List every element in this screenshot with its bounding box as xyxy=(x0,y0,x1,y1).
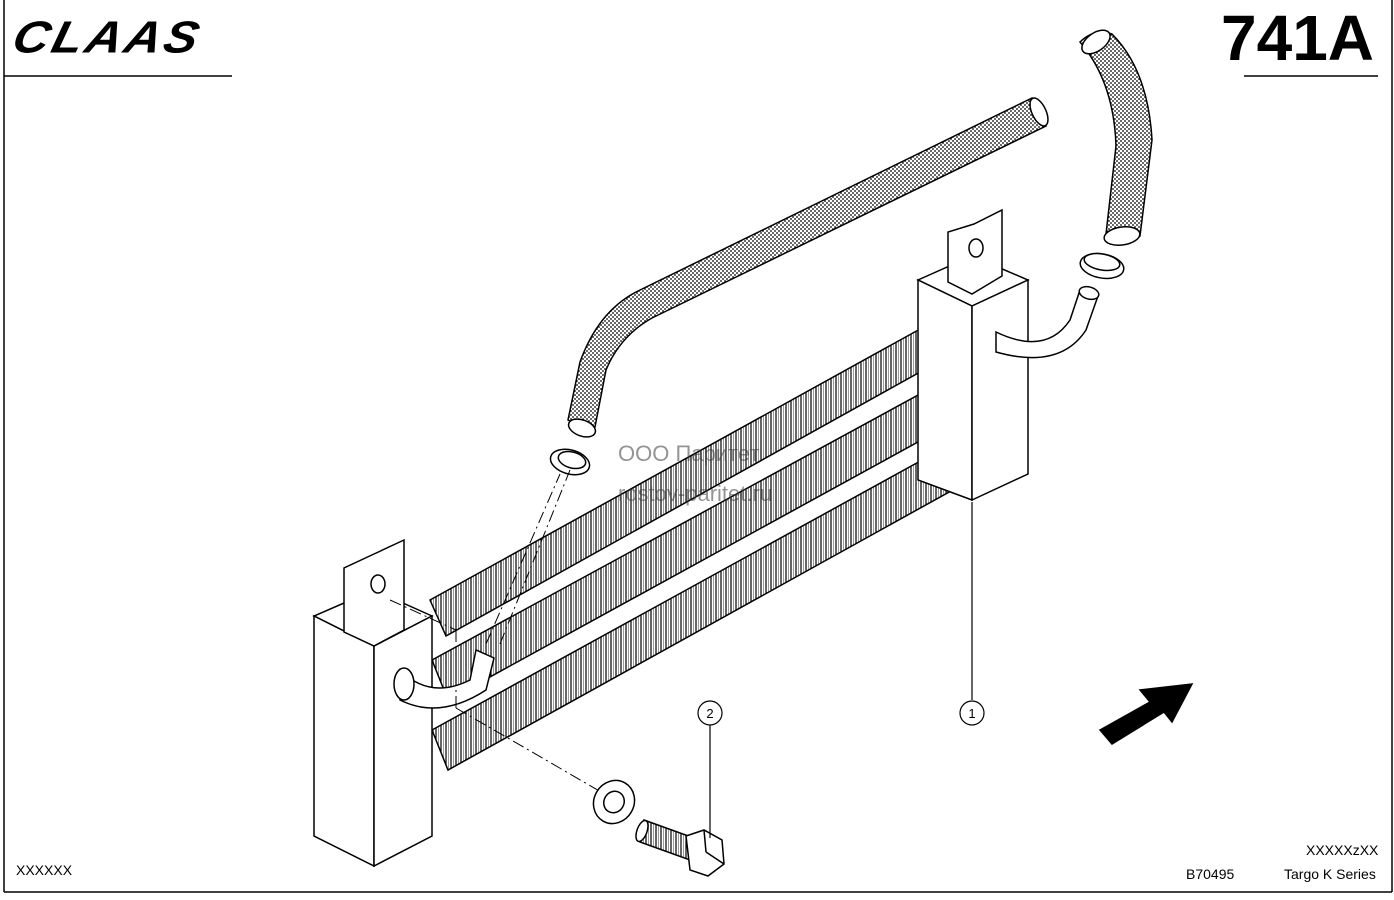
watermark-site: rostov-paritet.ru xyxy=(618,481,773,506)
brand-name: CLAAS xyxy=(7,11,208,63)
long-hose xyxy=(567,96,1049,438)
watermark-company: ООО Паритет xyxy=(618,441,760,466)
page-border xyxy=(3,0,1393,893)
cooler-tubes xyxy=(429,314,963,772)
page-code: 741A xyxy=(1221,2,1374,74)
footer-right-code: XXXXXzXX xyxy=(1306,842,1379,858)
series-name: Targo K Series xyxy=(1284,866,1376,882)
callout-2: 2 xyxy=(697,700,723,838)
callout-1-label: 1 xyxy=(968,706,975,721)
washer xyxy=(592,779,636,825)
bolt xyxy=(635,818,725,877)
callout-2-label: 2 xyxy=(706,706,713,721)
callout-1: 1 xyxy=(959,502,985,726)
drawing-number: B70495 xyxy=(1186,866,1235,882)
assembly-lines xyxy=(389,469,609,797)
claas-logo: CLAAS xyxy=(8,10,238,64)
hose-clamp-left xyxy=(549,448,591,476)
left-header-block xyxy=(312,538,495,868)
short-hose xyxy=(1078,29,1153,247)
footer-left-code: XXXXXX xyxy=(16,862,73,878)
hose-clamp-right xyxy=(1079,252,1125,280)
direction-arrow xyxy=(1098,683,1194,745)
right-header-block xyxy=(916,208,1100,502)
